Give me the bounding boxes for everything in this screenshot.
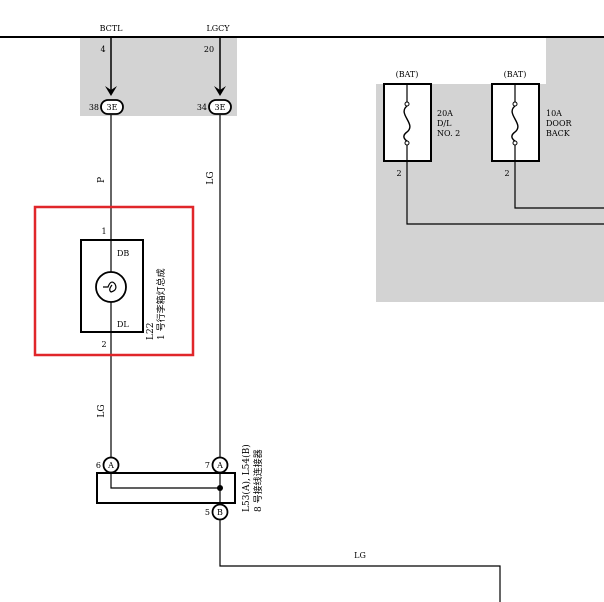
connector-3e-right-label: 3E — [215, 103, 226, 112]
fuse-1-pin: 2 — [396, 169, 401, 178]
junction-code-label: L53(A), L54(B) — [241, 444, 252, 512]
fuse-2-output-wire — [514, 161, 604, 209]
junction-pin-6: 6 — [96, 461, 101, 470]
fuse-1-terminal — [404, 140, 410, 146]
connector-pin-34: 34 — [197, 103, 207, 112]
arrow-down-icon — [105, 86, 117, 96]
junction-pin-a-right-label: A — [216, 461, 223, 470]
wire-name-bctl: BCTL — [100, 24, 123, 33]
fuse-1-name-line2: NO. 2 — [437, 129, 460, 138]
wire-color-label: LG — [206, 171, 216, 184]
bottom-wire — [219, 520, 501, 602]
fuse-1-rating: 20A — [437, 109, 453, 118]
junction-pin-7: 7 — [205, 461, 210, 470]
splice-dot — [217, 485, 223, 491]
fuse-1-source: (BAT) — [396, 70, 419, 79]
fuse-1-name-line1: D/L — [437, 119, 452, 128]
junction-pin-b — [211, 503, 229, 521]
junction-pin-a-right — [211, 456, 229, 474]
fuse-box-shade — [376, 37, 604, 302]
connector-3e-right — [208, 99, 232, 115]
lamp-db-label: DB — [117, 249, 129, 258]
junction-pin-a-left-label: A — [107, 461, 114, 470]
lamp-pin-2: 2 — [101, 340, 106, 349]
pin-top-1: 4 — [100, 45, 105, 54]
fuse-2-terminal — [512, 140, 518, 146]
fuse-2-name-line1: DOOR — [546, 119, 573, 128]
wire-color-label: LG — [354, 551, 366, 560]
lamp-highlight-box — [33, 205, 195, 357]
wire-color-label: P — [97, 177, 107, 183]
connector-3e-left-label: 3E — [107, 103, 118, 112]
lamp-pin-1: 1 — [101, 227, 106, 236]
junction-pin-a-left — [102, 456, 120, 474]
lamp-dl-label: DL — [117, 320, 129, 329]
fuse-icon — [511, 105, 519, 142]
fuse-2-name-line2: BACK — [546, 129, 571, 138]
wire-name-lgcy: LGCY — [206, 24, 230, 33]
junction-pin-b-label: B — [217, 508, 223, 517]
junction-pin-5: 5 — [205, 508, 210, 517]
lamp-code-label: L22 — [146, 323, 156, 340]
fuse-1-terminal — [404, 101, 410, 107]
fuse-2-terminal — [512, 101, 518, 107]
fuse-2-pin: 2 — [504, 169, 509, 178]
arrow-down-icon — [214, 86, 226, 96]
connector-3e-left — [100, 99, 124, 115]
junction-name-label: 8 号接线连接器 — [252, 449, 264, 512]
fuse-icon — [403, 105, 411, 142]
pin-top-2: 20 — [204, 45, 214, 54]
wire-color-label: LG — [97, 404, 107, 417]
fuse-1-output-wire — [406, 161, 604, 225]
junction-internal-wire — [110, 472, 220, 489]
lamp-name-label: 1 号行李箱灯总成 — [155, 268, 167, 340]
bulb-filament — [103, 281, 117, 293]
connector-pin-38: 38 — [89, 103, 99, 112]
fuse-2-source: (BAT) — [504, 70, 527, 79]
fuse-2-rating: 10A — [546, 109, 562, 118]
